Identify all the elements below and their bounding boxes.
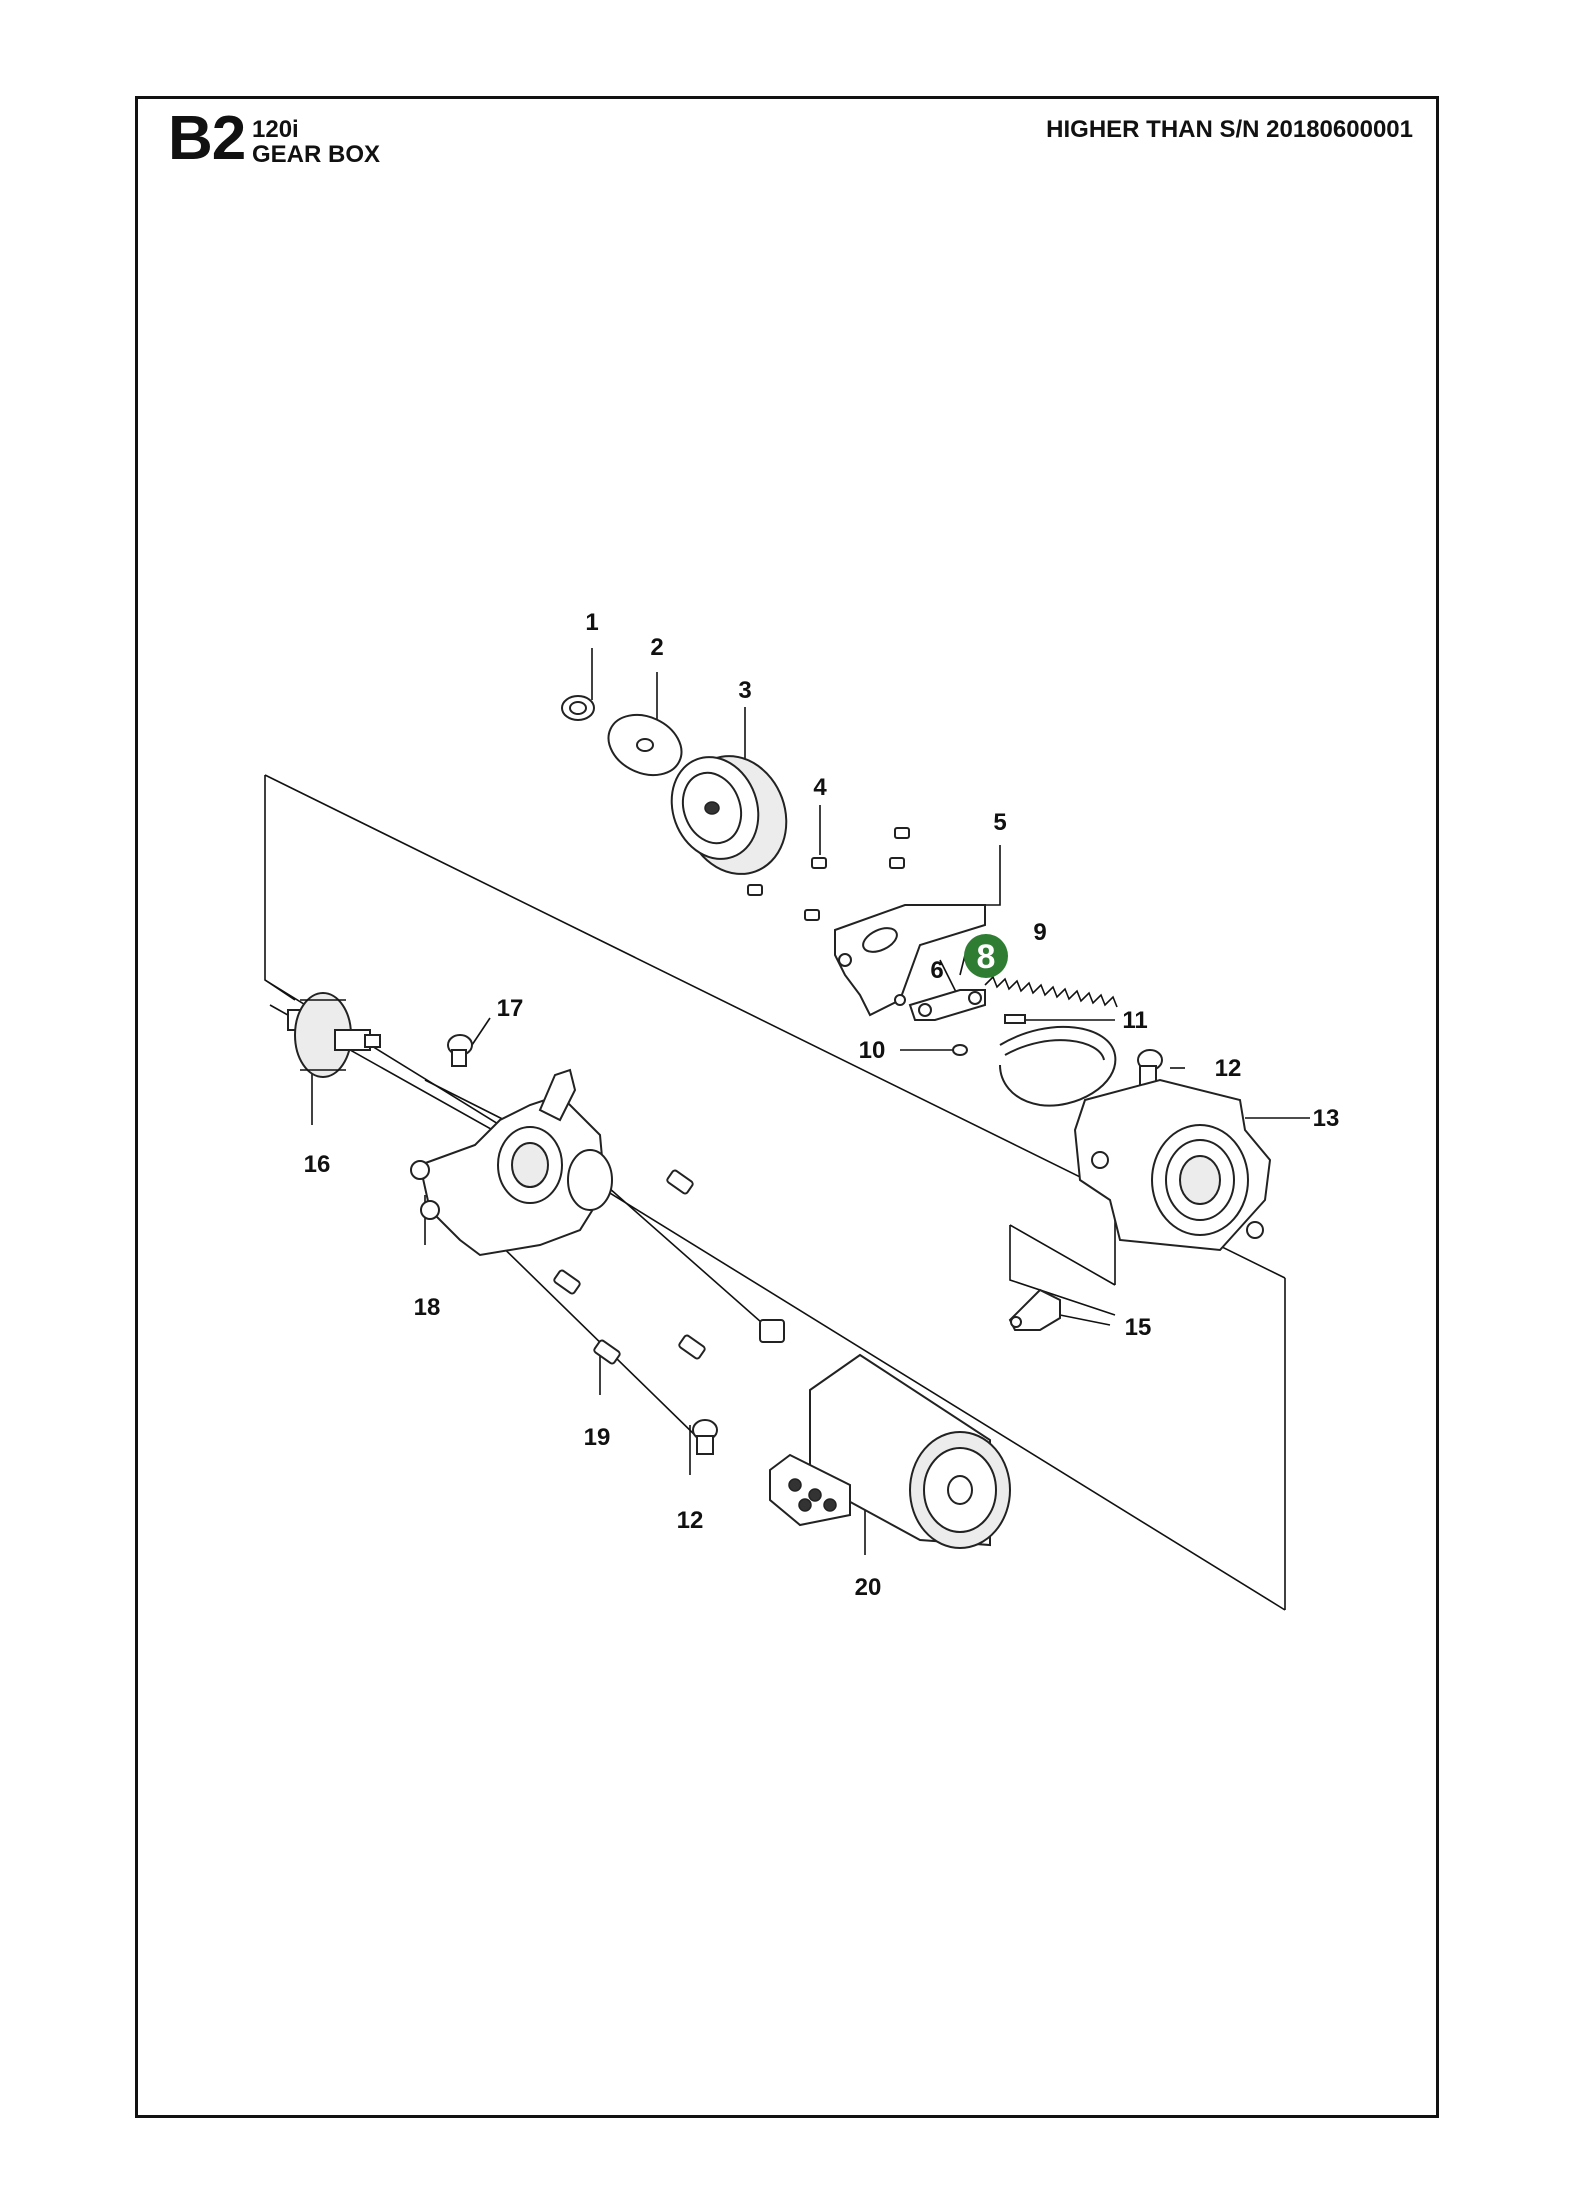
model-label: 120i: [252, 116, 299, 143]
highlight-label: 8: [977, 938, 996, 976]
highlighted-callout-8[interactable]: 8: [964, 934, 1008, 978]
part-13-housing: [1073, 1078, 1272, 1252]
callout-12-top: 12: [1215, 1055, 1242, 1082]
callout-labels: 1 2 3 4 5 6 9 10 11 12 13 15 16 17 18 19…: [304, 609, 1340, 1601]
section-code: B2: [168, 104, 246, 173]
callout-4: 4: [813, 774, 827, 801]
callout-5: 5: [993, 809, 1006, 836]
group-title: GEAR BOX: [252, 141, 381, 168]
part-9-spring: [984, 975, 1118, 1008]
serial-note: HIGHER THAN S/N 20180600001: [1046, 116, 1413, 143]
part-4-screws: [747, 827, 910, 921]
part-2-washer: [607, 713, 683, 777]
callout-2: 2: [650, 634, 663, 661]
callout-11: 11: [1122, 1007, 1147, 1034]
page-frame: [135, 96, 1439, 2118]
callout-16: 16: [304, 1151, 331, 1178]
part-16-gear-shaft: [287, 992, 381, 1078]
motor-coupling: [759, 1319, 785, 1343]
part-10-clip: [952, 1044, 968, 1056]
callout-13: 13: [1313, 1105, 1340, 1132]
highlight-circle: [964, 934, 1008, 978]
part-19-screws: [553, 1169, 706, 1365]
callout-18: 18: [414, 1294, 441, 1321]
part-18-gear-housing: [410, 1068, 613, 1257]
callout-10: 10: [859, 1037, 886, 1064]
callout-12-bottom: 12: [677, 1507, 704, 1534]
callout-17: 17: [497, 995, 524, 1022]
part-6-pivot-arm: [908, 989, 986, 1021]
part-12-screw-bottom: [692, 1419, 718, 1455]
part-3-pulley: [670, 755, 788, 875]
part-11-belt: [999, 1014, 1117, 1107]
callout-6: 6: [930, 957, 943, 984]
callout-3: 3: [738, 677, 751, 704]
part-12-screw-top: [1137, 1049, 1163, 1087]
part-17-screw: [447, 1034, 473, 1067]
callout-1: 1: [585, 609, 598, 636]
callout-20: 20: [855, 1574, 882, 1601]
callout-9: 9: [1033, 919, 1046, 946]
part-5-bracket-plate: [834, 904, 986, 1017]
callout-15: 15: [1125, 1314, 1152, 1341]
part-1-circlip: [561, 695, 595, 721]
part-20-motor: [769, 1353, 1011, 1549]
part-15-lever: [1008, 1288, 1061, 1331]
callout-19: 19: [584, 1424, 611, 1451]
